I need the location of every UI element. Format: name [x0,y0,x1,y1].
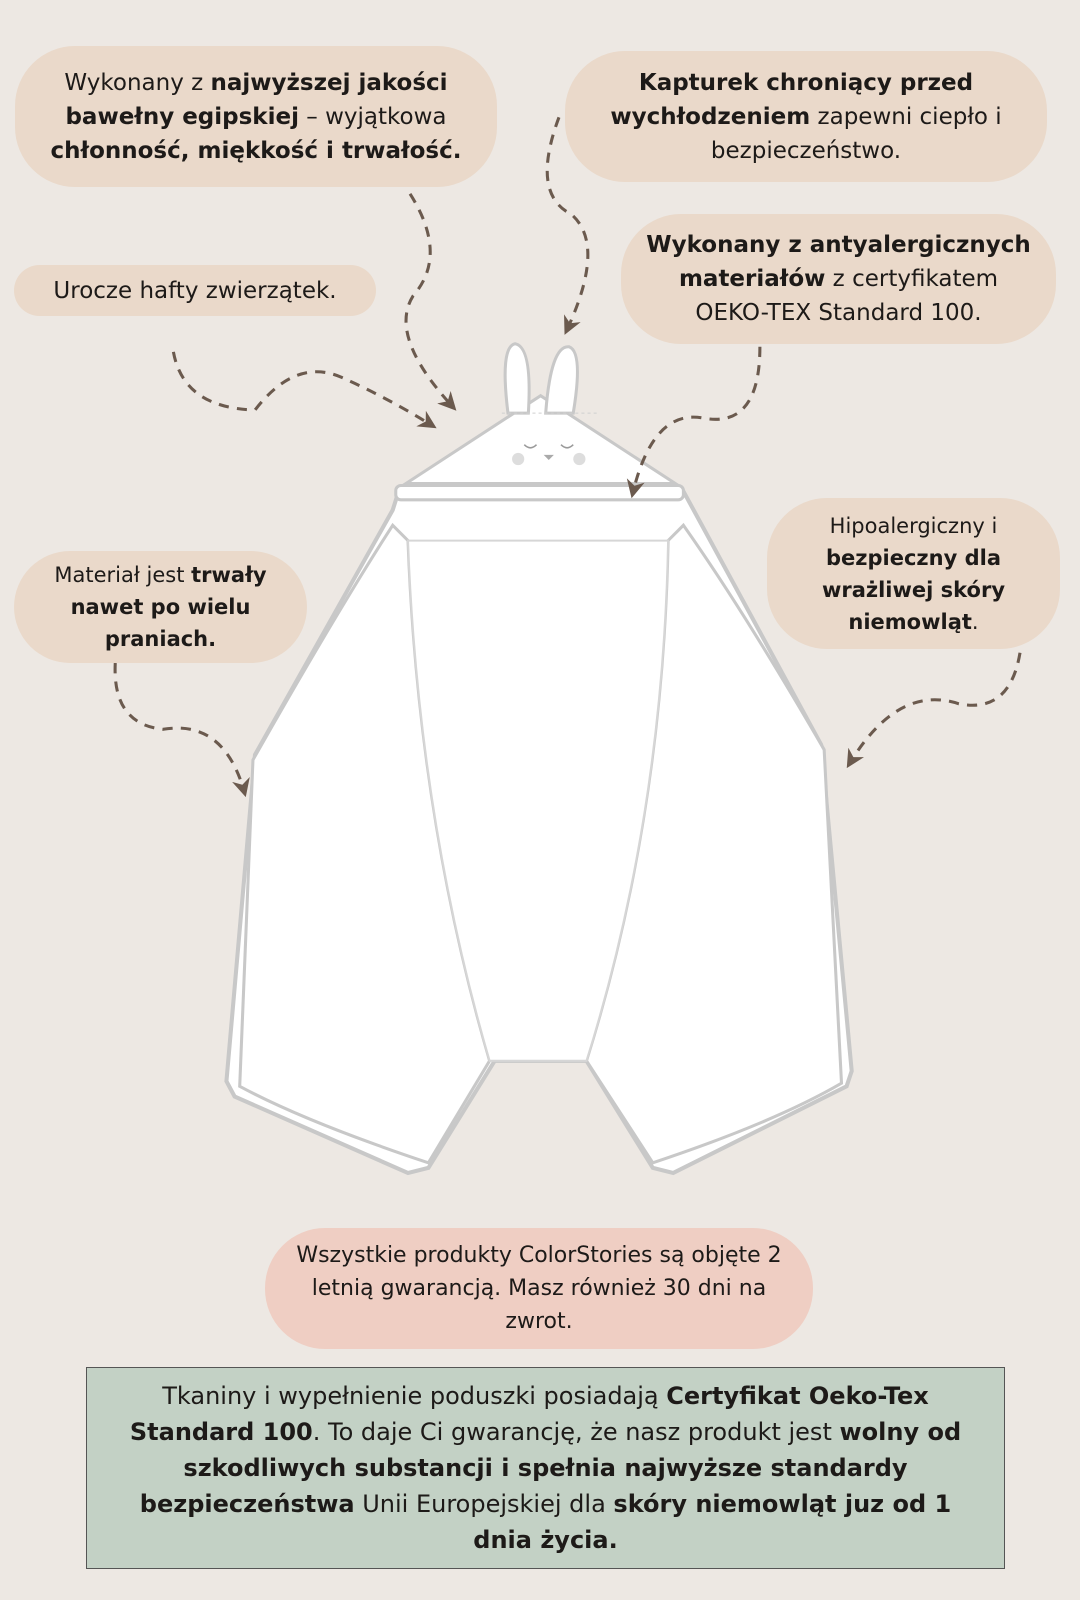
text-block: Wszystkie produkty ColorStories są objęt… [295,1239,783,1338]
hooded-towel-drawing [224,342,854,1176]
feature-bubble-antiallergic: Wykonany z antyalergicznych materiałów z… [621,214,1056,344]
text-block: Hipoalergiczny i bezpieczny dla wrażliwe… [807,510,1020,638]
dashed-arrows [113,116,1022,798]
text-segment: . [971,609,979,634]
text-block: Tkaniny i wypełnienie poduszki posiadają… [107,1378,984,1558]
text-segment: Hipoalergiczny i [829,513,998,538]
text-segment: Tkaniny i wypełnienie poduszki posiadają [162,1382,667,1410]
bold-text-segment: chłonność, miękkość i trwałość. [50,137,462,164]
feature-bubble-durable: Materiał jest trwały nawet po wielu pran… [14,551,307,663]
bold-text-segment: wolny od szkodliwych substancji i spełni… [139,1418,962,1518]
arrow-antiallergic [626,346,762,499]
arrow-hypoallergenic [846,652,1022,769]
bold-text-segment: bezpieczny dla wrażliwej skóry niemowląt [821,545,1006,634]
arrow-hood [545,116,590,335]
bunny-ear-right [544,345,580,415]
text-segment: Unii Europejskiej dla [354,1490,614,1518]
guarantee-bubble: Wszystkie produkty ColorStories są objęt… [265,1228,813,1349]
bold-text-segment: Kapturek chroniący przed wychłodzeniem [610,69,974,130]
feature-bubble-embroidery: Urocze hafty zwierzątek. [14,265,376,316]
feature-bubble-hood: Kapturek chroniący przed wychłodzeniem z… [565,51,1047,182]
arrow-cotton [404,192,457,411]
text-segment: Wykonany z [64,69,211,96]
arrow-durable [113,662,250,798]
bunny-ear-left [503,342,531,415]
text-block: Wykonany z antyalergicznych materiałów z… [639,228,1038,330]
text-block: Urocze hafty zwierzątek. [53,274,336,308]
bold-text-segment: Wykonany z antyalergicznych materiałów [646,232,1031,292]
bold-text-segment: skóry niemowląt juz od 1 dnia życia. [473,1490,952,1554]
bold-text-segment: trwały nawet po wielu praniach. [70,563,267,651]
arrow-embroidery [171,351,437,429]
text-segment: Urocze hafty zwierzątek. [53,277,337,304]
text-segment: – wyjątkowa [298,103,447,130]
text-block: Materiał jest trwały nawet po wielu pran… [32,559,289,655]
text-segment: z certyfikatem OEKO-TEX Standard 100. [695,266,999,326]
text-segment: Wszystkie produkty ColorStories są objęt… [296,1243,782,1334]
text-segment: Materiał jest [54,563,192,587]
bold-text-segment: najwyższej jakości bawełny egipskiej [65,69,448,130]
text-block: Wykonany z najwyższej jakości bawełny eg… [33,66,479,168]
certificate-text: Tkaniny i wypełnienie poduszki posiadają… [87,1378,1004,1558]
text-block: Kapturek chroniący przed wychłodzeniem z… [583,66,1029,168]
text-segment: zapewni ciepło i bezpieczeństwo. [710,103,1002,164]
text-segment: . To daje Ci gwarancję, że nasz produkt … [312,1418,840,1446]
bold-text-segment: Certyfikat Oeko-Tex Standard 100 [129,1382,929,1446]
feature-bubble-hypoallergenic: Hipoalergiczny i bezpieczny dla wrażliwe… [767,498,1060,649]
feature-bubble-cotton: Wykonany z najwyższej jakości bawełny eg… [15,46,497,187]
certificate-box: Tkaniny i wypełnienie poduszki posiadają… [86,1367,1005,1569]
